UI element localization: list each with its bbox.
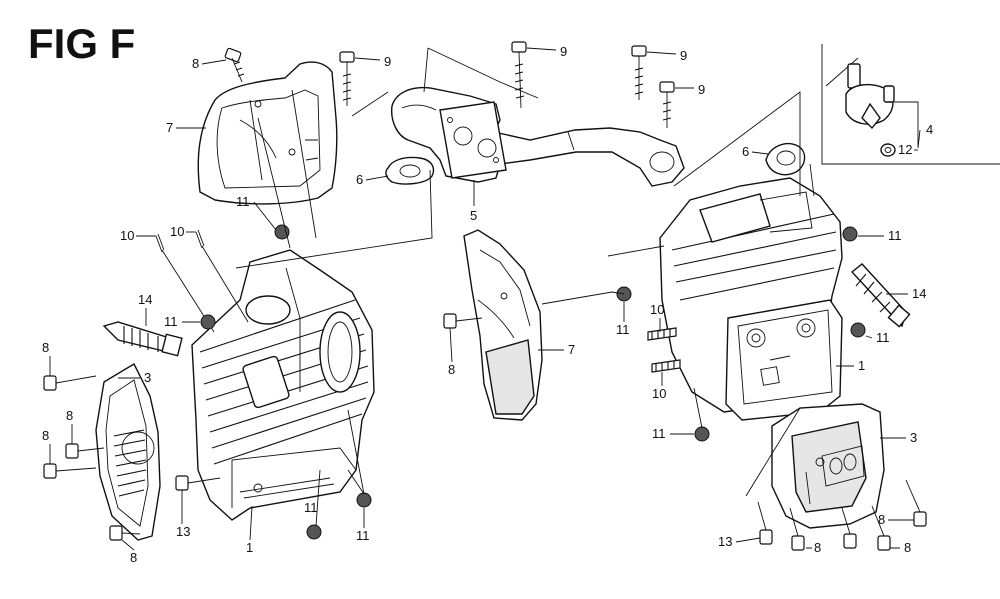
- callout-10: 10: [650, 302, 664, 317]
- callout-8: 8: [904, 540, 911, 555]
- spark-plug-right: [850, 263, 911, 328]
- callout-9: 9: [384, 54, 391, 69]
- callout-6: 6: [742, 144, 749, 159]
- bolts-13: [175, 475, 773, 545]
- head-cover-left: [95, 363, 161, 541]
- stud-10-b: [195, 229, 249, 323]
- cylinder-head-right: [725, 299, 843, 421]
- callout-8: 8: [66, 408, 73, 423]
- nuts-11: [200, 224, 866, 540]
- callout-7: 7: [166, 120, 173, 135]
- manifold-gasket-left: [385, 156, 435, 185]
- callout-10: 10: [170, 224, 184, 239]
- callout-11: 11: [616, 322, 630, 337]
- bolts-8: [43, 313, 927, 551]
- callout-9: 9: [560, 44, 567, 59]
- breather-assembly: [845, 63, 896, 157]
- bolt-8-top: [224, 47, 245, 83]
- cylinder-block-left: [191, 249, 375, 521]
- callout-12: 12: [898, 142, 912, 157]
- callout-13: 13: [176, 524, 190, 539]
- intake-manifold: [391, 86, 685, 187]
- callout-9: 9: [698, 82, 705, 97]
- callout-8: 8: [42, 340, 49, 355]
- callout-8: 8: [878, 512, 885, 527]
- callout-11: 11: [164, 314, 178, 329]
- bolt-9-a: [339, 51, 355, 106]
- callout-3: 3: [910, 430, 917, 445]
- callout-3: 3: [144, 370, 151, 385]
- callout-14: 14: [912, 286, 926, 301]
- manifold-gasket-right: [765, 142, 806, 176]
- bolt-9-c: [631, 45, 647, 100]
- leader-lines: [235, 47, 815, 527]
- cylinder-shroud-center: [463, 229, 543, 421]
- callout-11: 11: [236, 194, 250, 209]
- callout-10: 10: [652, 386, 666, 401]
- figure-title: FIG F: [28, 20, 136, 67]
- fasteners: [43, 41, 927, 551]
- callout-8: 8: [42, 428, 49, 443]
- head-cover-right: [771, 403, 885, 529]
- stud-10-d: [651, 359, 681, 373]
- callout-8: 8: [448, 362, 455, 377]
- callout-14: 14: [138, 292, 152, 307]
- callout-4: 4: [926, 122, 933, 137]
- callout-10: 10: [120, 228, 134, 243]
- callout-13: 13: [718, 534, 732, 549]
- callout-11: 11: [652, 426, 666, 441]
- callout-8: 8: [192, 56, 199, 71]
- callout-11: 11: [888, 228, 902, 243]
- callout-1: 1: [246, 540, 253, 555]
- callout-9: 9: [680, 48, 687, 63]
- callout-1: 1: [858, 358, 865, 373]
- callout-5: 5: [470, 208, 477, 223]
- callout-8: 8: [130, 550, 137, 565]
- callout-7: 7: [568, 342, 575, 357]
- inset-frame: [821, 44, 1000, 165]
- callout-6: 6: [356, 172, 363, 187]
- spark-plug-left: [102, 321, 183, 357]
- callout-11: 11: [304, 500, 318, 515]
- callout-8: 8: [814, 540, 821, 555]
- callout-labels: 8 9 9 9 9 7 7 6 6 5 11: [42, 44, 933, 565]
- bolt-9-b: [511, 41, 527, 109]
- callout-11: 11: [356, 528, 370, 543]
- callout-11: 11: [876, 330, 890, 345]
- bolt-9-d: [659, 81, 675, 128]
- cylinder-shroud-left: [197, 61, 338, 205]
- stud-10-c: [647, 327, 677, 341]
